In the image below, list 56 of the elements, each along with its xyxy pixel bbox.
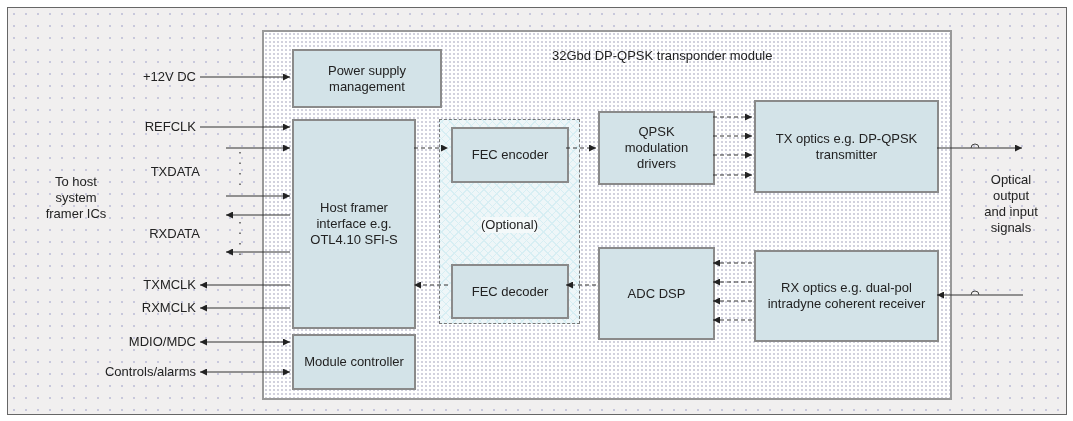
arrow: [199, 338, 291, 346]
arrow: [936, 144, 1023, 152]
process-box: [451, 127, 569, 183]
box-label: TX optics e.g. DP-QPSK transmitter: [774, 130, 919, 163]
arrow: [413, 144, 449, 152]
arrow: [565, 144, 597, 152]
arrow: [712, 297, 753, 305]
process-box: [292, 119, 416, 329]
arrow: [199, 304, 291, 312]
module-title: 32Gbd DP-QPSK transponder module: [552, 48, 773, 64]
signal-label: TXMCLK: [143, 277, 196, 293]
text-label: Optical output and input signals: [983, 172, 1039, 236]
box-label: FEC decoder: [471, 283, 549, 300]
arrow: [712, 151, 753, 159]
text-label: RXDATA: [148, 226, 200, 242]
box-label: FEC encoder: [471, 147, 549, 163]
module-box: [262, 30, 952, 400]
arrow: [712, 259, 753, 267]
arrow: [199, 281, 291, 289]
arrow: [712, 171, 753, 179]
arrow: [936, 291, 1024, 299]
process-box: [598, 247, 715, 340]
arrow: [225, 144, 291, 152]
arrow: [565, 281, 597, 289]
box-label: ADC DSP: [627, 285, 686, 302]
box-label: Module controller: [304, 354, 404, 370]
arrow: [413, 281, 449, 289]
optional-group-box: [439, 119, 580, 324]
arrow: [225, 248, 291, 256]
process-box: [754, 250, 939, 342]
text-label: TXDATA: [149, 164, 200, 180]
arrow: [712, 113, 753, 121]
arrow: [225, 211, 291, 219]
arrow: [712, 316, 753, 324]
signal-label: RXMCLK: [141, 300, 196, 316]
arrow: [199, 73, 291, 81]
process-box: [292, 334, 416, 390]
process-box: [451, 264, 569, 319]
signal-label: Controls/alarms: [104, 364, 196, 380]
arrow: [712, 132, 753, 140]
box-label: RX optics e.g. dual-pol intradyne coherent receiver: [766, 280, 927, 312]
box-label: Host framer interface e.g. OTL4.10 SFI-S: [309, 200, 399, 248]
process-box: [754, 100, 939, 193]
arrow: [225, 192, 291, 200]
box-label: Power supply management: [326, 62, 407, 95]
process-box: [292, 49, 442, 108]
group-label: (Optional): [480, 216, 539, 233]
process-box: [598, 111, 715, 185]
arrow: [199, 123, 291, 131]
signal-label: +12V DC: [142, 69, 196, 85]
arrow: [199, 368, 291, 376]
signal-label: MDIO/MDC: [128, 334, 196, 350]
box-label: QPSK modulation drivers: [623, 124, 690, 172]
arrow: [712, 278, 753, 286]
signal-label: REFCLK: [144, 119, 196, 135]
text-label: To host system framer ICs: [44, 174, 108, 222]
